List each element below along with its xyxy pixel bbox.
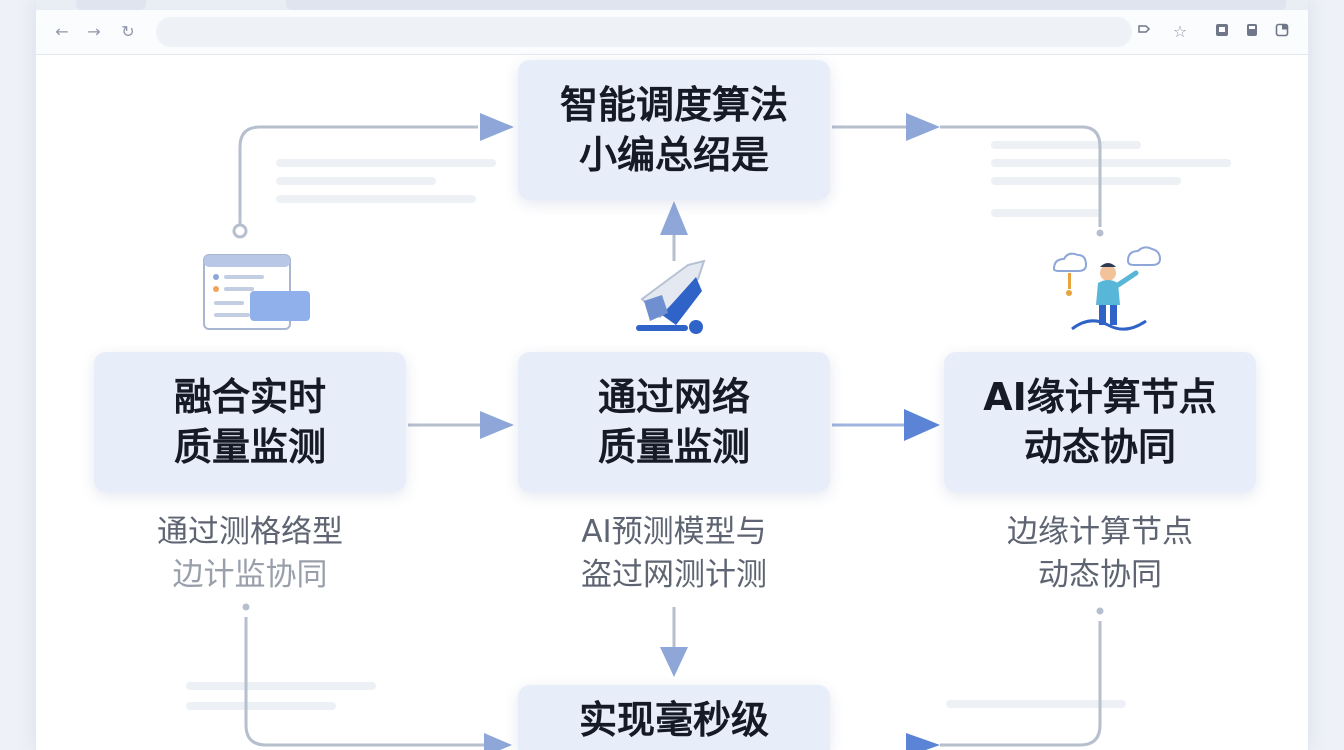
connector-right-bottom [940,621,1102,747]
tab[interactable] [286,0,1286,10]
star-icon[interactable]: ☆ [1172,22,1188,41]
background-line [991,141,1141,149]
browser-window: ← → ↻ ☆ [36,0,1308,750]
save-icon[interactable] [1240,20,1264,44]
caption-text: 盗过网测计测 [581,557,767,593]
node-text: 质量监测 [173,425,326,469]
caption-text: 动态协同 [1038,557,1162,593]
node-box-right: AI缘计算节点 动态协同 [944,352,1256,492]
tab[interactable] [76,0,146,10]
caption-right: 边缘计算节点 动态协同 [930,511,1270,597]
arrow-center-to-right [904,409,940,441]
tab-strip [36,0,1308,10]
arrow-to-bottom-box [660,647,688,677]
node-box-center: 通过网络 质量监测 [518,352,830,492]
arrow-top-right [906,113,940,141]
background-line [276,195,476,203]
background-line [276,159,496,167]
connector-dot [242,603,250,611]
background-line [991,159,1231,167]
arrow-to-top-box [480,113,514,141]
node-text: 小编总绍是 [578,133,769,177]
dashboard-illustration-icon [203,254,310,330]
arrow-left-to-center [480,411,514,439]
network-node-illustration-icon [636,259,706,334]
caption-text: 边计监协同 [172,557,328,593]
caption-text: 边缘计算节点 [1007,514,1193,550]
connector-dot [1096,229,1104,237]
node-text: 质量监测 [597,425,750,469]
person-cloud-illustration-icon [1052,246,1162,331]
node-text: AI缘计算节点 [983,375,1217,419]
node-box-left: 融合实时 质量监测 [94,352,406,492]
connector-left-bottom [244,617,484,747]
caption-center: AI预测模型与 盗过网测计测 [504,511,844,597]
background-line [276,177,436,185]
extension-icon[interactable] [1210,20,1234,44]
node-text: 通过网络 [597,375,750,419]
node-box-bottom: 实现毫秒级 [518,685,830,750]
connector-right-down [940,125,1102,227]
forward-icon[interactable]: → [87,22,101,41]
caption-text: 通过测格络型 [157,514,343,550]
connector-dot [1096,607,1104,615]
tab-icon[interactable] [1270,20,1294,44]
connector-left-top [238,125,478,225]
arrow-to-top-box-up [660,201,688,235]
node-box-top: 智能调度算法 小编总绍是 [518,60,830,200]
background-line [186,702,336,710]
background-line [991,177,1181,185]
node-text: 动态协同 [1023,425,1176,469]
connector-layer [232,113,1104,750]
caption-text: AI预测模型与 [581,514,767,550]
node-text: 智能调度算法 [559,83,788,127]
node-text: 融合实时 [173,375,326,419]
node-text: 实现毫秒级 [578,698,769,742]
caption-left: 通过测格络型 边计监协同 [80,511,420,597]
reload-icon[interactable]: ↻ [121,22,135,41]
back-icon[interactable]: ← [55,22,69,41]
address-bar[interactable] [156,17,1132,47]
share-icon[interactable] [1132,20,1156,44]
arrow-to-bottom-box-left [484,733,512,750]
arrow-bottom-right [906,733,940,750]
browser-toolbar: ← → ↻ ☆ [36,10,1308,55]
background-line [186,682,376,690]
connector-dot [232,223,248,239]
background-line [991,209,1101,217]
background-line [946,700,1126,708]
diagram-canvas: 智能调度算法 小编总绍是 融合实时 质量监测 通过网络 质量监测 AI缘计算节点… [36,55,1308,750]
